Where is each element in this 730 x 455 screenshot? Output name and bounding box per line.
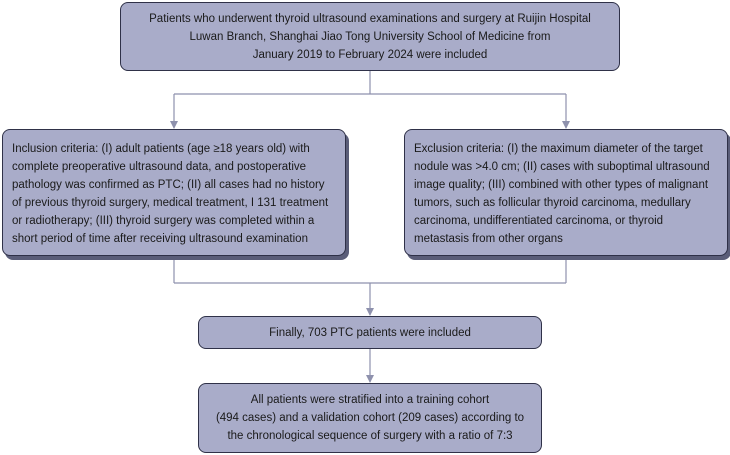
inclusion-line-5: or radiotherapy; (III) thyroid surgery w… — [12, 215, 315, 227]
inclusion-line-6: short period of time after receiving ult… — [12, 233, 308, 245]
exclusion-line-1: Exclusion criteria: (I) the maximum diam… — [414, 143, 703, 155]
exclusion-line-4: tumors, such as follicular thyroid carci… — [414, 197, 691, 209]
final-count-text: Finally, 703 PTC patients were included — [269, 326, 471, 339]
exclusion-criteria-box: Exclusion criteria: (I) the maximum diam… — [404, 129, 728, 256]
source-line-3: January 2019 to February 2024 were inclu… — [252, 48, 488, 61]
inclusion-line-1: Inclusion criteria: (I) adult patients (… — [12, 143, 310, 155]
split-line-2: (494 cases) and a validation cohort (209… — [215, 412, 525, 424]
inclusion-criteria-box: Inclusion criteria: (I) adult patients (… — [2, 129, 346, 256]
exclusion-line-2: nodule was >4.0 cm; (II) cases with subo… — [414, 161, 710, 173]
inclusion-line-2: complete preoperative ultrasound data, a… — [12, 161, 307, 173]
source-population-box: Patients who underwent thyroid ultrasoun… — [120, 2, 620, 71]
split-line-3: the chronological sequence of surgery wi… — [227, 430, 513, 442]
exclusion-line-3: image quality; (III) combined with other… — [414, 179, 709, 191]
exclusion-line-6: metastasis from other organs — [414, 233, 563, 245]
inclusion-line-4: of previous thyroid surgery, medical tre… — [12, 197, 329, 209]
cohort-split-box: All patients were stratified into a trai… — [198, 383, 542, 453]
exclusion-line-5: carcinoma, undifferentiated carcinoma, o… — [414, 215, 664, 227]
inclusion-line-3: pathology was confirmed as PTC; (II) all… — [12, 179, 325, 191]
source-line-2: Luwan Branch, Shanghai Jiao Tong Univers… — [189, 30, 551, 43]
split-line-1: All patients were stratified into a trai… — [250, 394, 490, 406]
source-line-1: Patients who underwent thyroid ultrasoun… — [149, 12, 591, 25]
final-count-box: Finally, 703 PTC patients were included — [198, 316, 542, 349]
